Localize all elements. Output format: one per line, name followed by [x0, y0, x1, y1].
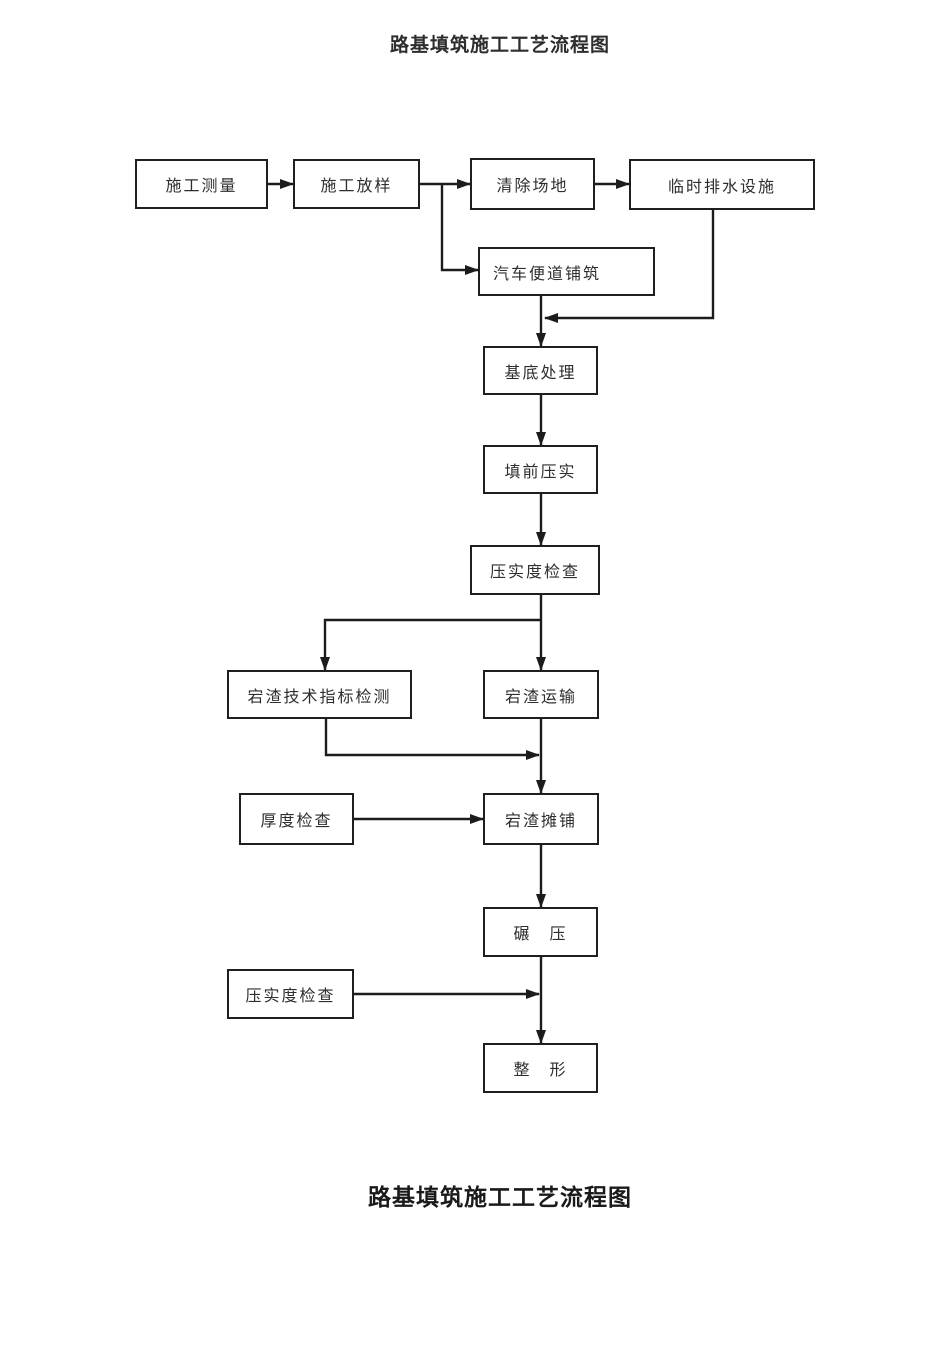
- flow-edge-temporary-drainage-to-merge-foundation: [544, 210, 715, 323]
- flow-node-rock-debris-transport: 宕渣运输: [483, 670, 599, 719]
- flowchart-title-bottom: 路基填筑施工工艺流程图: [368, 1184, 632, 1210]
- flow-node-temporary-drainage: 临时排水设施: [629, 159, 815, 210]
- flow-node-foundation-treatment: 基底处理: [483, 346, 598, 395]
- flow-node-construction-layout: 施工放样: [293, 159, 420, 209]
- flow-node-compaction-check-1: 压实度检查: [470, 545, 600, 595]
- flow-node-vehicle-access-road: 汽车便道铺筑: [478, 247, 655, 296]
- flow-edge-construction-layout-to-vehicle-access-road: [440, 184, 479, 275]
- flow-node-rock-debris-index-test: 宕渣技术指标检测: [227, 670, 412, 719]
- flow-node-rolling: 碾 压: [483, 907, 598, 957]
- flow-node-compaction-check-2: 压实度检查: [227, 969, 354, 1019]
- flow-node-construction-survey: 施工测量: [135, 159, 268, 209]
- flow-node-rock-debris-paving: 宕渣摊铺: [483, 793, 599, 845]
- flowchart-title-top: 路基填筑施工工艺流程图: [389, 35, 610, 56]
- flow-node-pre-fill-compaction: 填前压实: [483, 445, 598, 494]
- flow-node-thickness-check: 厚度检查: [239, 793, 354, 845]
- flow-edge-rock-debris-index-test-to-merge-paving: [324, 719, 540, 760]
- flow-node-shaping: 整 形: [483, 1043, 598, 1093]
- flow-node-site-clearing: 清除场地: [470, 158, 595, 210]
- flow-edge-compaction-check-1-to-rock-debris-index-test: [320, 618, 541, 671]
